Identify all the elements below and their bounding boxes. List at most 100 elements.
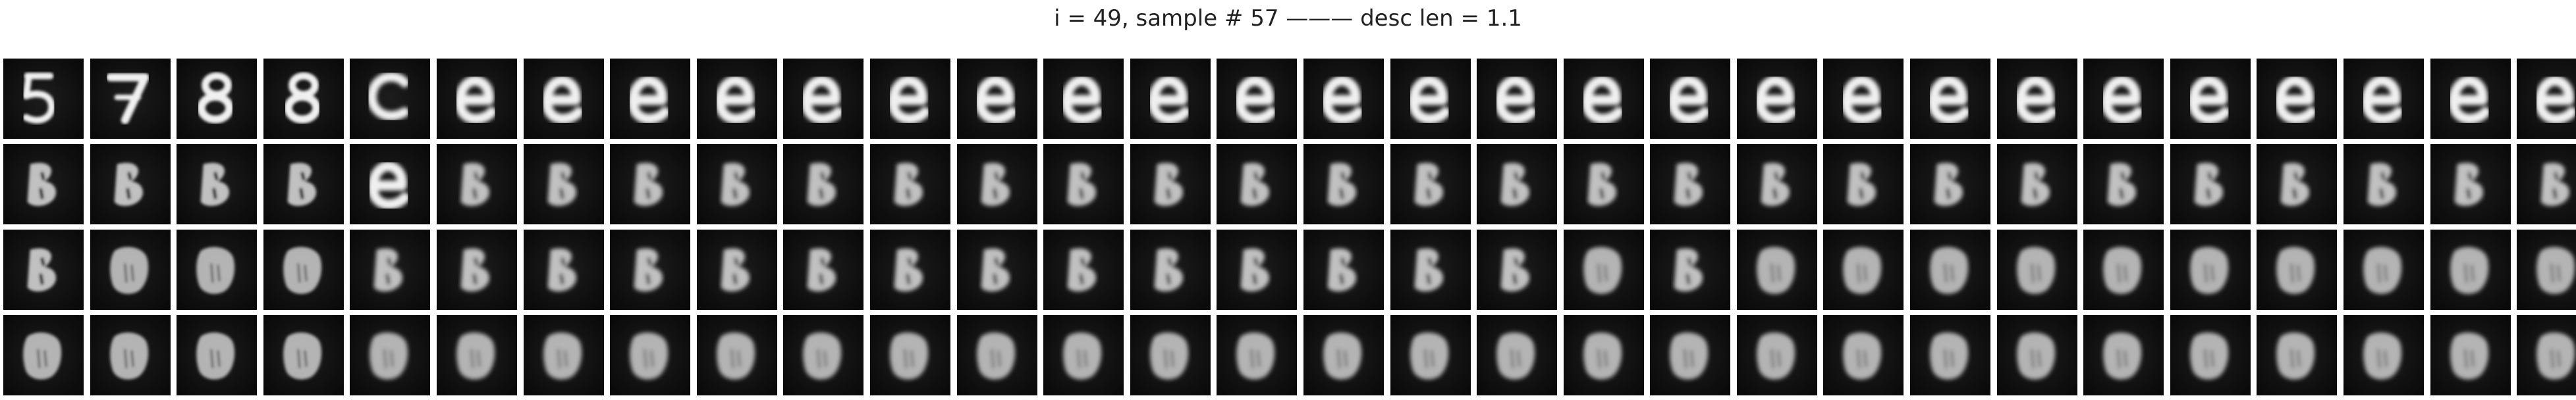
digit-5-glyph — [22, 72, 55, 124]
blob-glyph — [196, 247, 235, 294]
digit-e-glyph — [1494, 76, 1537, 124]
sample-thumbnail — [1303, 315, 1384, 395]
sample-thumbnail — [2343, 144, 2425, 224]
digit-e-glyph — [2448, 76, 2490, 124]
blob-glyph — [716, 332, 755, 380]
sample-thumbnail — [2257, 59, 2338, 139]
digit-b-glyph — [1414, 162, 1443, 207]
digit-b-glyph — [894, 162, 923, 207]
sample-thumbnail — [610, 59, 691, 139]
blob-glyph — [1063, 332, 1102, 380]
digit-b-glyph — [1240, 248, 1270, 292]
sample-thumbnail — [263, 230, 344, 310]
digit-b-glyph — [1240, 162, 1270, 207]
sample-thumbnail — [2430, 59, 2511, 139]
sample-thumbnail — [1650, 230, 1731, 310]
blob-glyph — [283, 332, 321, 380]
digit-b-glyph — [2194, 162, 2223, 207]
blob-glyph — [1323, 332, 1362, 380]
sample-thumbnail — [783, 315, 864, 395]
sample-thumbnail — [1303, 59, 1384, 139]
digit-e-glyph — [2361, 76, 2404, 124]
sample-thumbnail — [869, 144, 950, 224]
digit-b-glyph — [981, 248, 1010, 292]
digit-e-glyph — [1148, 76, 1190, 124]
blob-glyph — [2103, 332, 2142, 380]
sample-thumbnail — [177, 315, 258, 395]
sample-thumbnail — [1130, 144, 1211, 224]
figure-title: i = 49, sample # 57 ——— desc len = 1.1 — [1054, 5, 1522, 32]
digit-e-glyph — [1842, 76, 1884, 124]
digit-e-glyph — [368, 161, 410, 210]
sample-thumbnail — [1390, 144, 1471, 224]
digit-b-glyph — [894, 248, 923, 292]
sample-thumbnail — [610, 144, 691, 224]
sample-thumbnail — [523, 315, 604, 395]
digit-b-glyph — [1500, 162, 1530, 207]
blob-glyph — [2016, 332, 2055, 380]
blob-glyph — [2536, 332, 2575, 380]
sample-thumbnail — [1996, 315, 2077, 395]
digit-e-glyph — [2101, 76, 2144, 124]
blob-glyph — [2190, 332, 2228, 380]
digit-b-glyph — [721, 162, 750, 207]
sample-thumbnail — [523, 144, 604, 224]
sample-thumbnail — [783, 230, 864, 310]
digit-e-glyph — [2535, 76, 2576, 124]
sample-thumbnail — [1823, 144, 1904, 224]
sample-thumbnail — [1390, 59, 1471, 139]
sample-thumbnail — [1477, 315, 1558, 395]
sample-thumbnail — [90, 59, 171, 139]
sample-thumbnail — [1477, 144, 1558, 224]
digit-b-glyph — [1154, 162, 1183, 207]
sample-thumbnail — [1043, 59, 1124, 139]
sample-thumbnail — [2517, 144, 2576, 224]
sample-thumbnail — [350, 230, 431, 310]
blob-glyph — [2363, 247, 2402, 294]
sample-thumbnail — [2517, 315, 2576, 395]
blob-glyph — [1496, 332, 1535, 380]
blob-glyph — [2363, 332, 2402, 380]
digit-b-glyph — [114, 162, 143, 207]
sample-thumbnail — [3, 59, 84, 139]
sample-grid — [3, 59, 2576, 395]
blob-glyph — [1757, 332, 1795, 380]
blob-glyph — [803, 332, 842, 380]
digit-b-glyph — [721, 248, 750, 292]
blob-glyph — [630, 332, 669, 380]
sample-thumbnail — [2343, 59, 2425, 139]
sample-thumbnail — [1563, 230, 1644, 310]
sample-thumbnail — [2517, 230, 2576, 310]
sample-thumbnail — [523, 230, 604, 310]
sample-thumbnail — [869, 230, 950, 310]
sample-thumbnail — [2257, 144, 2338, 224]
digit-b-glyph — [1327, 162, 1356, 207]
blob-glyph — [196, 332, 235, 380]
sample-thumbnail — [1910, 144, 1991, 224]
blob-glyph — [283, 247, 321, 294]
digit-b-glyph — [373, 248, 403, 292]
blob-glyph — [109, 332, 148, 380]
digit-b-glyph — [1674, 162, 1703, 207]
digit-e-glyph — [2188, 76, 2230, 124]
sample-thumbnail — [2343, 230, 2425, 310]
sample-thumbnail — [1477, 59, 1558, 139]
digit-b-glyph — [547, 162, 576, 207]
sample-thumbnail — [177, 59, 258, 139]
sample-thumbnail — [696, 59, 777, 139]
digit-b-glyph — [287, 162, 316, 207]
digit-e-glyph — [1321, 76, 1363, 124]
sample-thumbnail — [90, 230, 171, 310]
blob-glyph — [890, 332, 929, 380]
sample-thumbnail — [1910, 230, 1991, 310]
sample-thumbnail — [263, 144, 344, 224]
blob-glyph — [2276, 332, 2315, 380]
sample-thumbnail — [956, 315, 1037, 395]
digit-e-glyph — [1234, 76, 1277, 124]
sample-thumbnail — [1390, 315, 1471, 395]
sample-thumbnail — [2430, 315, 2511, 395]
blob-glyph — [109, 247, 148, 294]
digit-b-glyph — [2454, 162, 2483, 207]
blob-glyph — [1583, 332, 1622, 380]
blob-glyph — [2536, 247, 2575, 294]
